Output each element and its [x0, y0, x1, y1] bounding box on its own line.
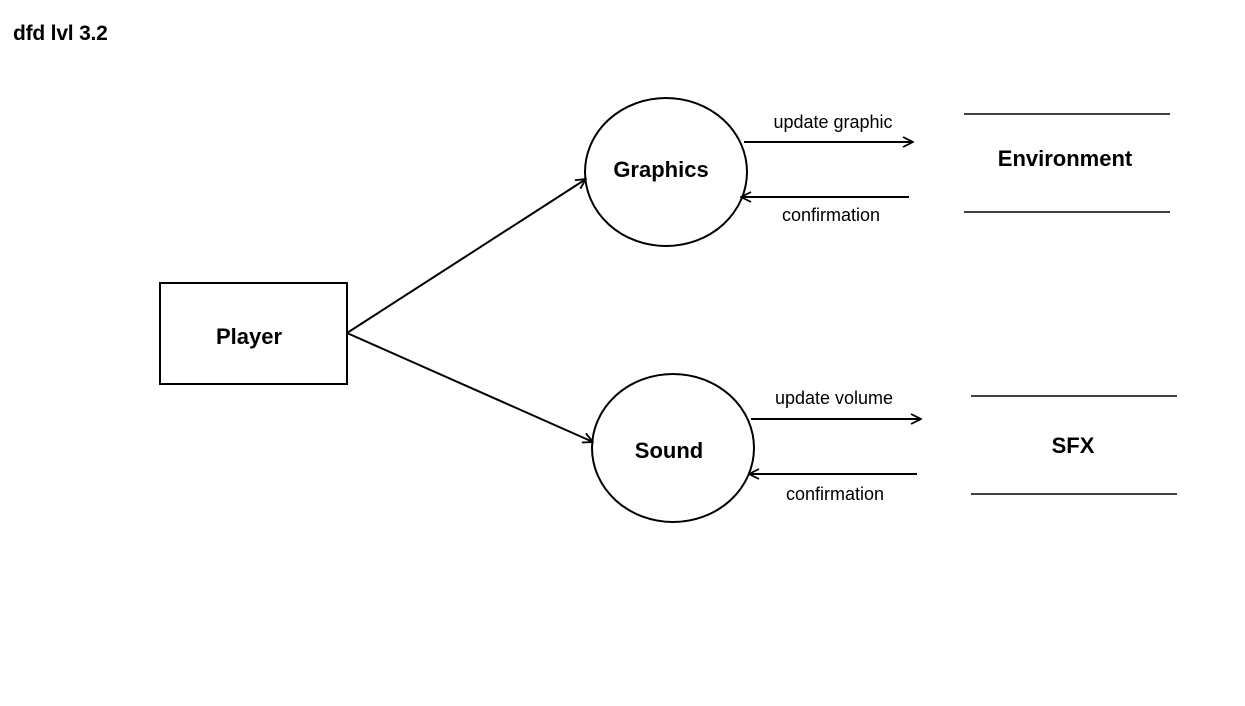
- datastore-environment[interactable]: Environment: [964, 113, 1170, 213]
- flow-player-to-sound-arrow[interactable]: [346, 332, 593, 442]
- process-graphics-label: Graphics: [613, 157, 708, 182]
- page-title: dfd lvl 3.2: [13, 22, 108, 45]
- datastore-sfx[interactable]: SFX: [971, 395, 1177, 495]
- flow-update-volume-label: update volume: [775, 388, 893, 408]
- datastore-environment-label: Environment: [998, 146, 1133, 171]
- entity-player[interactable]: Player: [159, 282, 348, 385]
- flow-update-graphic-label: update graphic: [773, 112, 892, 132]
- process-sound-label: Sound: [635, 438, 703, 463]
- datastore-sfx-label: SFX: [1052, 433, 1095, 458]
- entity-player-label: Player: [216, 324, 282, 349]
- process-graphics-circle: [584, 97, 748, 247]
- flow-graphics-confirmation-label: confirmation: [782, 205, 880, 225]
- flow-player-to-graphics-arrow[interactable]: [346, 179, 586, 334]
- process-sound[interactable]: Sound: [591, 373, 755, 523]
- process-sound-circle: [591, 373, 755, 523]
- flow-sound-confirmation-label: confirmation: [786, 484, 884, 504]
- process-graphics[interactable]: Graphics: [584, 97, 748, 247]
